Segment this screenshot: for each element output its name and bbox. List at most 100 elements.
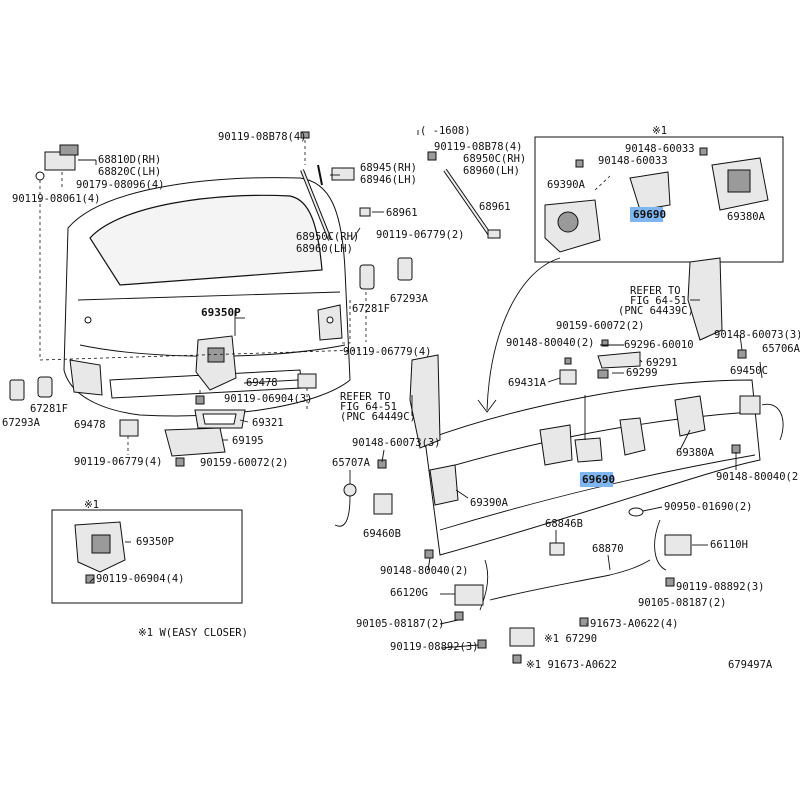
switch-69478-left[interactable] <box>119 419 139 437</box>
motor-66120g[interactable] <box>454 584 484 606</box>
closer-67290[interactable] <box>509 627 535 647</box>
bracket-68945[interactable] <box>331 167 355 181</box>
label-68960-left: 68960(LH) <box>296 243 353 255</box>
label-90119-06779-a: 90119-06779(2) <box>376 229 465 241</box>
label-67281f-right: 67281F <box>352 303 390 315</box>
bumper-67281f-right[interactable] <box>359 264 375 290</box>
label-69195: 69195 <box>232 435 264 447</box>
label-67290: ※1 67290 <box>544 633 597 645</box>
label-refer-top-2: FIG 64-51 <box>630 295 687 307</box>
label-67293a-left: 67293A <box>2 417 41 429</box>
switch-69450c[interactable] <box>739 395 761 415</box>
actuator-69380a-main[interactable] <box>674 395 706 437</box>
label-90148-60073-r: 90148-60073(3) <box>714 329 800 341</box>
label-68961-mid: 68961 <box>479 201 511 213</box>
label-90119-06904: 90119-06904(3) <box>224 393 313 405</box>
strut-68950c-mid[interactable] <box>443 168 492 237</box>
part-labels: 68810D(RH) 68820C(LH) 90179-08096(4) 901… <box>2 125 800 671</box>
label-66110h: 66110H <box>710 539 748 551</box>
label-69478-right: 69478 <box>246 377 278 389</box>
bumper-67293a-right[interactable] <box>397 257 413 281</box>
label-refer-top-1: REFER TO <box>630 285 681 297</box>
label-90119-08b78-mid: 90119-08B78(4) <box>434 141 523 153</box>
motor-66110h[interactable] <box>664 534 692 556</box>
label-69390a-box: 69390A <box>547 179 586 191</box>
cable-68870[interactable] <box>479 559 651 611</box>
actuator-69380a-box[interactable] <box>711 157 769 211</box>
bolt-68961-left[interactable] <box>359 207 371 217</box>
label-69350p: 69350P <box>201 306 241 319</box>
label-91673-a0622-b: ※1 91673-A0622 <box>526 659 617 671</box>
bumper-67281f-left[interactable] <box>37 376 53 398</box>
diagram-id: 679497A <box>728 659 773 671</box>
label-68960-mid: 68960(LH) <box>463 165 520 177</box>
label-refer-left-3: (PNC 64449C) <box>340 411 416 423</box>
actuator-69390a-main[interactable] <box>429 464 459 506</box>
label-90148-80040-a: 90148-80040(2) <box>506 337 595 349</box>
label-90159-60072-mid: 90159-60072(2) <box>556 320 645 332</box>
label-69350p-inset: 69350P <box>136 536 174 548</box>
latch-69350p[interactable] <box>195 335 237 391</box>
label-90148-60033-b: 90148-60033 <box>598 155 668 167</box>
label-90148-80040-c: 90148-80040(2) <box>380 565 469 577</box>
label-68946: 68946(LH) <box>360 174 417 186</box>
bumper-67293a-left[interactable] <box>9 379 25 401</box>
label-90179: 90179-08096(4) <box>76 179 165 191</box>
bolt-90119-08b78-mid[interactable] <box>427 151 437 161</box>
lock-69690-main[interactable] <box>574 437 603 463</box>
tailgate-outer-panel <box>63 177 351 417</box>
panel-64439c-refer[interactable] <box>687 257 723 341</box>
hinge-68810d[interactable] <box>35 144 79 181</box>
tailgate-inner-panel <box>424 379 761 556</box>
handle-69321[interactable] <box>194 409 246 429</box>
label-90119-06779-c: 90119-06779(4) <box>74 456 163 468</box>
label-68950c-left: 68950C(RH) <box>296 231 359 243</box>
grommet-90950[interactable] <box>628 507 644 517</box>
panel-64449c-refer[interactable] <box>409 354 441 449</box>
label-68810d: 68810D(RH) <box>98 154 161 166</box>
label-69460b: 69460B <box>363 528 401 540</box>
label-90119-08892-l: 90119-08892(3) <box>390 641 479 653</box>
highlight-69690-box <box>630 207 663 222</box>
label-69431a: 69431A <box>508 377 547 389</box>
label-69690-main: 69690 <box>582 473 615 486</box>
label-90119-08892-r: 90119-08892(3) <box>676 581 765 593</box>
label-90148-60073-l: 90148-60073(3) <box>352 437 441 449</box>
strut-68950c-left[interactable] <box>300 164 332 241</box>
label-66120g: 66120G <box>390 587 428 599</box>
label-67281f-left: 67281F <box>30 403 68 415</box>
label-69380a-box: 69380A <box>727 211 766 223</box>
label-strut-range: ( -1608) <box>420 125 471 137</box>
clip-68846b[interactable] <box>549 542 565 556</box>
actuator-69390a-box[interactable] <box>544 199 601 253</box>
switch-69431a[interactable] <box>559 369 577 385</box>
switch-69460b[interactable] <box>373 493 393 515</box>
label-69299: 69299 <box>626 367 658 379</box>
label-90950: 90950-01690(2) <box>664 501 753 513</box>
label-90119-08b78-left: 90119-08B78(4) <box>218 131 307 143</box>
bracket-69195[interactable] <box>164 427 226 457</box>
footnote: ※1 W(EASY CLOSER) <box>138 627 248 639</box>
label-91673-a0622-a: 91673-A0622(4) <box>590 618 679 630</box>
label-90119-08061: 90119-08061(4) <box>12 193 101 205</box>
label-65706a: 65706A <box>762 343 800 355</box>
label-90159-60072-bottom: 90159-60072(2) <box>200 457 289 469</box>
label-68961-left: 68961 <box>386 207 418 219</box>
clip-69299[interactable] <box>597 369 609 379</box>
label-90119-06779-b: 90119-06779(4) <box>343 346 432 358</box>
label-90105-08187-r: 90105-08187(2) <box>638 597 727 609</box>
switch-69478-right[interactable] <box>297 373 317 389</box>
label-69690-box: 69690 <box>633 208 666 221</box>
leader-lines <box>89 160 763 649</box>
label-refer-left-1: REFER TO <box>340 391 391 403</box>
label-68846b: 68846B <box>545 518 583 530</box>
lock-69690-box[interactable] <box>629 171 671 211</box>
bolt-90119-08b78-left[interactable] <box>300 131 310 139</box>
sensor-65707a[interactable] <box>343 483 357 497</box>
label-69478-left: 69478 <box>74 419 106 431</box>
curve-arrow <box>486 257 561 411</box>
handle-69291[interactable] <box>597 351 641 369</box>
label-68820c: 68820C(LH) <box>98 166 161 178</box>
highlight-69690-main <box>580 472 613 487</box>
